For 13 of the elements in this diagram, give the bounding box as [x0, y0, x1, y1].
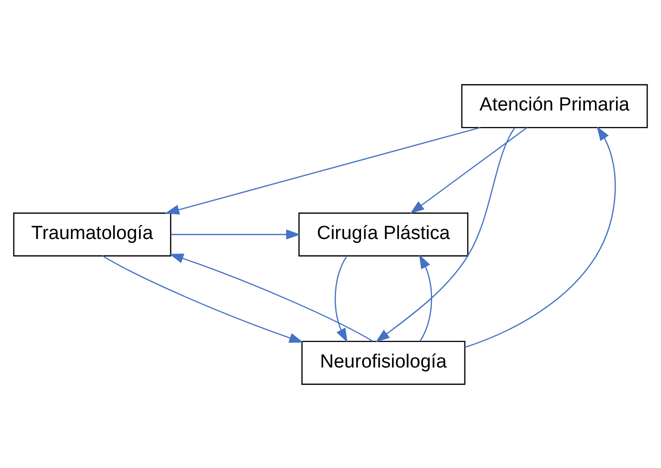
arrow [164, 126, 480, 214]
node-box: Traumatología [13, 212, 172, 256]
arrow [334, 255, 348, 342]
node-box: Atención Primaria [461, 84, 648, 128]
arrow [170, 229, 300, 239]
arrow [464, 126, 616, 348]
arrow [102, 254, 304, 342]
node-box: Cirugía Plástica [298, 212, 468, 256]
arrow [375, 126, 516, 342]
node-box: Neurofisiología [301, 340, 466, 384]
arrow [419, 254, 432, 341]
arrow [169, 253, 374, 342]
arrow [410, 126, 528, 214]
